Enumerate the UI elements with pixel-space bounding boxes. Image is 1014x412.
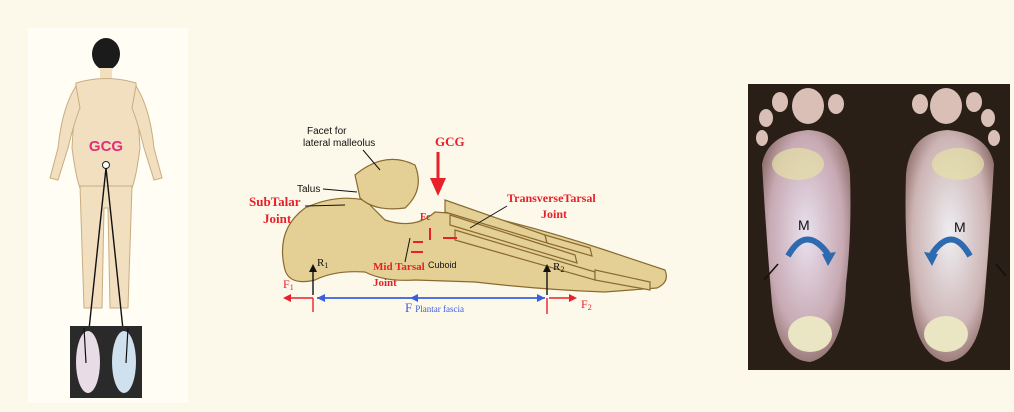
subtalar-label-line1: SubTalar [249, 194, 301, 209]
left-moment-label: M [798, 217, 810, 233]
gcg-marker [103, 162, 110, 169]
body-figure-illustration: GCG [28, 28, 188, 403]
right-heel-pressure [924, 316, 968, 352]
left-heel-pressure [788, 316, 832, 352]
body-figure-panel: GCG [28, 28, 188, 403]
sole-photo-svg: M M [748, 84, 1010, 370]
sole-thumbnail-left [76, 331, 100, 393]
talus-leader-line [323, 189, 357, 192]
f2-arrowhead [569, 294, 577, 302]
transverse-label-line2: Joint [541, 207, 567, 221]
gcg-force-arrowhead [430, 178, 446, 196]
sole-photo-panel: M M [748, 84, 1010, 370]
right-moment-label: M [954, 219, 966, 235]
f1-arrowhead [283, 294, 291, 302]
subtalar-label-line2: Joint [263, 211, 292, 226]
left-forefoot-pressure [772, 148, 824, 180]
gcg-label-foot: GCG [435, 134, 465, 149]
fc-label: Fc [420, 212, 431, 223]
plantar-fascia-arrow-right [537, 294, 545, 302]
foot-bone-svg: Facet for lateral malleolus Talus SubTal… [245, 120, 685, 330]
facet-label-line1: Facet for [307, 126, 347, 137]
gcg-label-body: GCG [89, 138, 123, 155]
head-hair [92, 38, 120, 70]
talus-bone [355, 159, 418, 209]
transverse-label-line1: TransverseTarsal [507, 191, 596, 205]
plantar-fascia-arrow-left [317, 294, 325, 302]
foot-bone-diagram: Facet for lateral malleolus Talus SubTal… [245, 120, 685, 330]
cuboid-label: Cuboid [428, 260, 457, 270]
right-forefoot-pressure [932, 148, 984, 180]
sole-thumbnail-right [112, 331, 136, 393]
f2-label: F2 [581, 297, 592, 312]
neck [100, 68, 112, 78]
midtarsal-label-line2: Joint [373, 277, 397, 289]
facet-label-line2: lateral malleolus [303, 138, 375, 149]
legs [80, 186, 132, 308]
midtarsal-label-line1: Mid Tarsal [373, 261, 425, 273]
